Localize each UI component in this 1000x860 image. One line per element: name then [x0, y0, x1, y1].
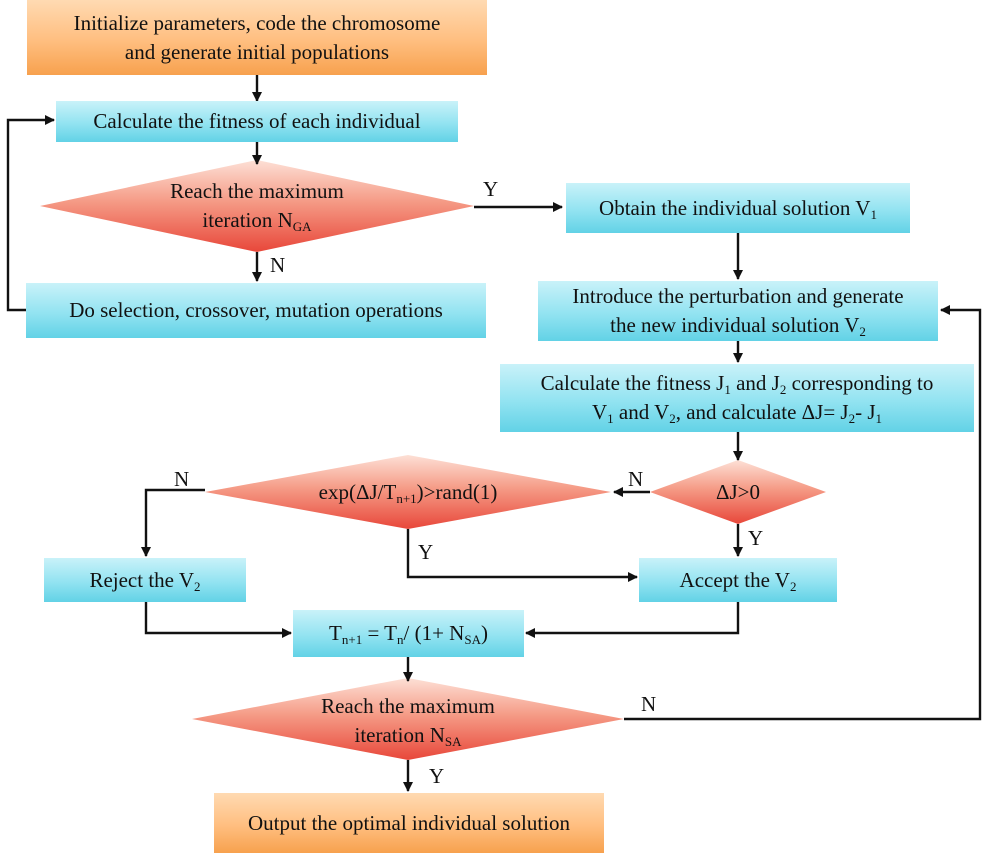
edge-label-ga-no: N — [270, 253, 286, 277]
node-initialize: Initialize parameters, code the chromoso… — [27, 0, 487, 75]
edge-label-sa-yes: Y — [429, 764, 445, 788]
node-introduce-perturbation: Introduce the perturbation and generate … — [538, 281, 938, 341]
edge-label-exp-no: N — [174, 467, 190, 491]
edge-sa-no-loop-back — [624, 305, 982, 721]
node-output-solution: Output the optimal individual solution — [214, 793, 604, 853]
node-genetic-operations: Do selection, crossover, mutation operat… — [26, 283, 486, 338]
decision-max-iteration-sa — [192, 678, 624, 760]
decision-exp-rand-label: exp(ΔJ/Tn+1)>rand(1) — [318, 479, 498, 506]
edge-label-delta-no: N — [628, 467, 644, 491]
node-calculate-fitness: Calculate the fitness of each individual — [56, 101, 458, 142]
edge-label-exp-yes: Y — [418, 540, 434, 564]
node-accept-v2: Accept the V2 — [639, 558, 837, 602]
edge-reject-to-temp — [144, 602, 292, 638]
edge-label-ga-yes: Y — [483, 177, 499, 201]
decision-max-iteration-ga-label: Reach the maximum iteration NGA — [170, 179, 344, 234]
edge-label-sa-no: N — [641, 692, 657, 716]
node-temperature-update: Tn+1 = Tn/ (1+ NSA) — [293, 610, 524, 657]
decision-delta-j-label: ΔJ>0 — [715, 479, 761, 504]
node-reject-v2: Reject the V2 — [44, 558, 246, 602]
edge-label-delta-yes: Y — [748, 526, 764, 550]
node-obtain-v1: Obtain the individual solution V1 — [566, 183, 910, 233]
decision-max-iteration-sa-label: Reach the maximum iteration NSA — [321, 694, 495, 749]
edge-operations-loop-back — [6, 115, 55, 312]
edge-exp-yes-to-accept — [406, 529, 638, 582]
decision-delta-j — [650, 460, 826, 524]
decision-exp-rand — [205, 455, 611, 529]
decision-max-iteration-ga — [40, 160, 474, 252]
edge-exp-no-to-reject — [141, 488, 205, 557]
node-calculate-fitness-j: Calculate the fitness J1 and J2 correspo… — [500, 364, 974, 432]
edge-accept-to-temp — [525, 602, 740, 638]
